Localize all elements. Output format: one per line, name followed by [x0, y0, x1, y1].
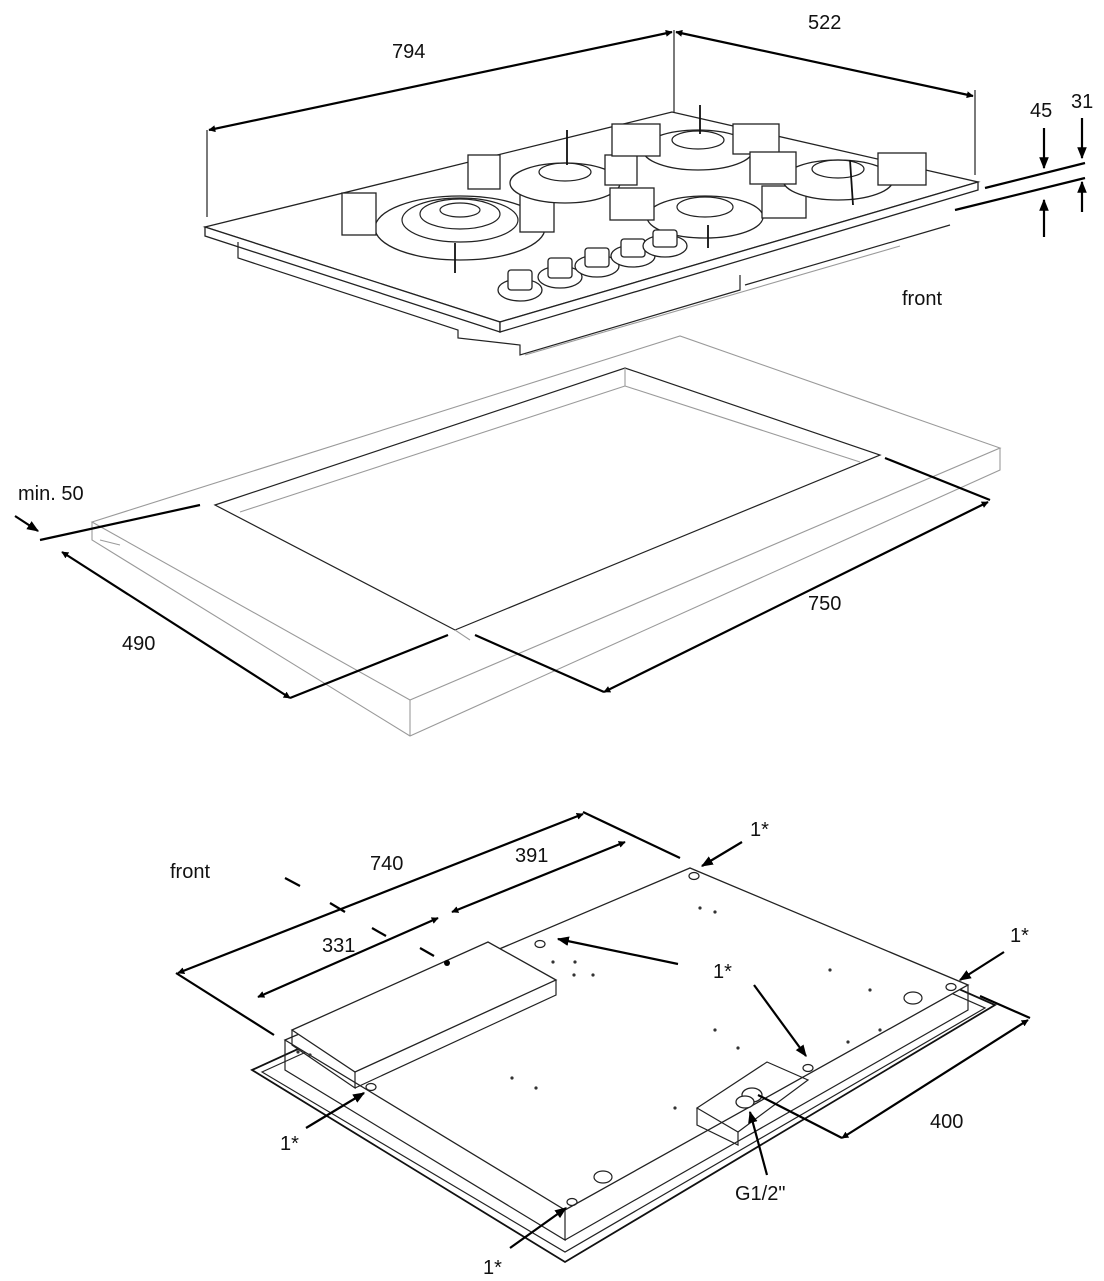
hob-glass-edge-right	[499, 181, 979, 333]
fixing-label-bottom: 1*	[483, 1257, 502, 1279]
cutout-depth-label: 490	[122, 633, 155, 655]
burner-rear-center	[611, 105, 780, 171]
fixing-label-center: 1*	[713, 961, 732, 983]
gas-connection-label: G1/2"	[735, 1183, 785, 1205]
hob-glass-label: 31	[1071, 91, 1093, 113]
fixing-label-left: 1*	[280, 1133, 299, 1155]
control-knobs	[497, 229, 688, 302]
underside-right-offset-label: 391	[515, 845, 548, 867]
fixing-holes	[365, 871, 957, 1207]
cutout-drawing: min. 50 490 750	[14, 335, 1002, 737]
worktop-top	[90, 335, 1002, 701]
hob-height-label: 45	[1030, 100, 1052, 122]
gas-connector	[695, 1061, 810, 1146]
underside-dimensions	[175, 811, 1031, 1249]
fixing-label-top: 1*	[750, 819, 769, 841]
cutout-min-label: min. 50	[18, 483, 84, 505]
underside-overall-label: 740	[370, 853, 403, 875]
burner-wok	[341, 189, 555, 273]
underside-left-offset-label: 331	[322, 935, 355, 957]
hob-front-label: front	[902, 288, 942, 310]
hob-drawing: 794 522 45 31 front	[202, 12, 1093, 356]
hob-depth-label: 522	[808, 12, 841, 34]
underside-front-label: front	[170, 861, 210, 883]
burner-rear-left	[467, 130, 638, 204]
burner-front-center	[609, 185, 807, 248]
cutout-opening	[213, 367, 882, 631]
hob-dimensions	[206, 29, 1087, 237]
underside-side-label: 400	[930, 1111, 963, 1133]
fixing-label-right: 1*	[1010, 925, 1029, 947]
cutout-width-label: 750	[808, 593, 841, 615]
burner-right	[749, 151, 927, 206]
hob-width-label: 794	[392, 41, 425, 63]
underside-drawing: front 740 391 331 400 G1/2" 1* 1* 1* 1* …	[170, 811, 1031, 1279]
hob-body	[237, 242, 741, 356]
